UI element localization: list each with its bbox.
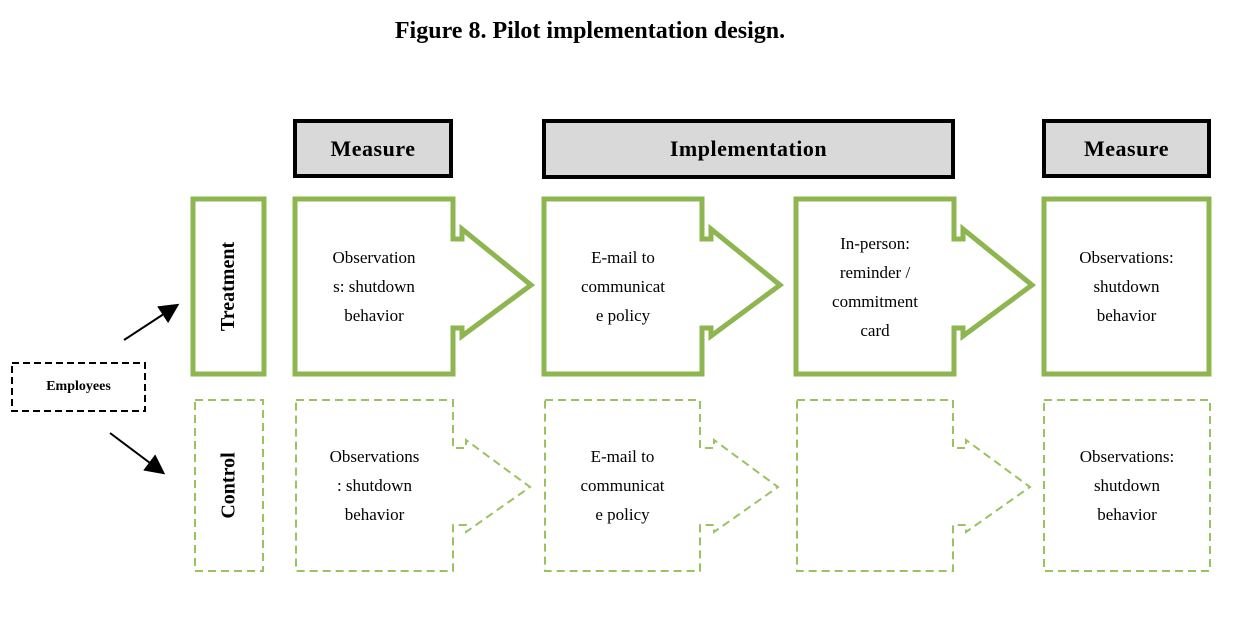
treatment-label: Treatment <box>217 241 240 332</box>
arrow-to-control <box>109 432 166 475</box>
arrow-to-treatment <box>123 303 180 341</box>
treatment-group-box <box>190 196 267 377</box>
control-step-arrow-2 <box>544 399 780 572</box>
control-step-arrow-1 <box>295 399 532 572</box>
control-group-box <box>194 399 264 572</box>
header-measure-left-label: Measure <box>330 135 416 161</box>
treatment-pre-observation-text: Observation s: shutdown behavior <box>332 248 416 325</box>
header-box-measure-left <box>293 119 453 178</box>
figure-title: Figure 8. Pilot implementation design. <box>394 17 786 44</box>
control-label: Control <box>217 452 240 519</box>
employees-label: Employees <box>46 379 111 394</box>
treatment-label-wrap: Treatment <box>193 199 264 374</box>
treatment-email-text: E-mail to communicat e policy <box>580 248 666 325</box>
header-implementation-label: Implementation <box>669 136 828 161</box>
employees-box <box>11 362 146 412</box>
treatment-final-box <box>1041 196 1212 377</box>
control-in-person-text <box>803 400 947 571</box>
treatment-in-person-text: In-person: reminder / commitment card <box>832 233 918 340</box>
control-label-wrap: Control <box>195 400 263 571</box>
treatment-step-arrow-1 <box>292 196 536 377</box>
header-box-implementation <box>542 119 955 179</box>
header-box-measure-right <box>1042 119 1211 178</box>
control-email-text: E-mail to communicat e policy <box>580 447 665 524</box>
treatment-post-observation-text: Observations: shutdown behavior <box>1079 248 1174 325</box>
header-measure-right-label: Measure <box>1084 135 1169 161</box>
control-step-arrow-3 <box>796 399 1032 572</box>
control-final-box <box>1043 399 1211 572</box>
treatment-step-arrow-2 <box>541 196 785 377</box>
control-pre-observation-text: Observations : shutdown behavior <box>329 447 420 524</box>
treatment-step-arrow-3 <box>793 196 1037 377</box>
control-post-observation-text: Observations: shutdown behavior <box>1079 447 1175 524</box>
